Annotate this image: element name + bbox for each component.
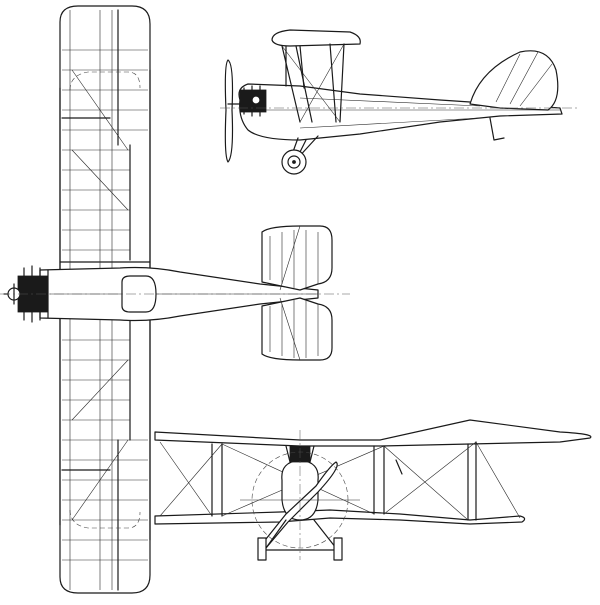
lower-wing-dashed [69, 71, 141, 529]
front-view [154, 419, 592, 561]
interplane-struts-front [211, 441, 477, 521]
tail-skid [489, 117, 505, 141]
top-view [0, 5, 350, 594]
lower-wing-front [154, 509, 526, 525]
cabane-struts-front [285, 445, 315, 463]
upper-wing-side [271, 29, 361, 47]
undercarriage-front [263, 519, 341, 551]
fuselage-side [238, 83, 563, 141]
upper-wing-front [154, 419, 592, 447]
aileron-horn [395, 459, 403, 475]
upper-wing-outline [59, 5, 151, 594]
wing-ribs [62, 10, 148, 590]
tailplane-ribs [269, 230, 319, 358]
propeller-side [224, 59, 234, 163]
cabane-struts [285, 45, 305, 89]
fin-rudder-side [469, 50, 559, 111]
tail-bracing [279, 225, 301, 361]
front-bracing-wires [159, 441, 521, 521]
tailplane-plan [261, 225, 333, 361]
wheel-front-left [257, 537, 267, 561]
side-view [220, 29, 580, 175]
rudder-ribs [495, 51, 553, 107]
side-bracing-wires [281, 43, 345, 123]
engine-side [239, 85, 267, 117]
aileron-markers [61, 117, 111, 471]
wheel-front-right [333, 537, 343, 561]
